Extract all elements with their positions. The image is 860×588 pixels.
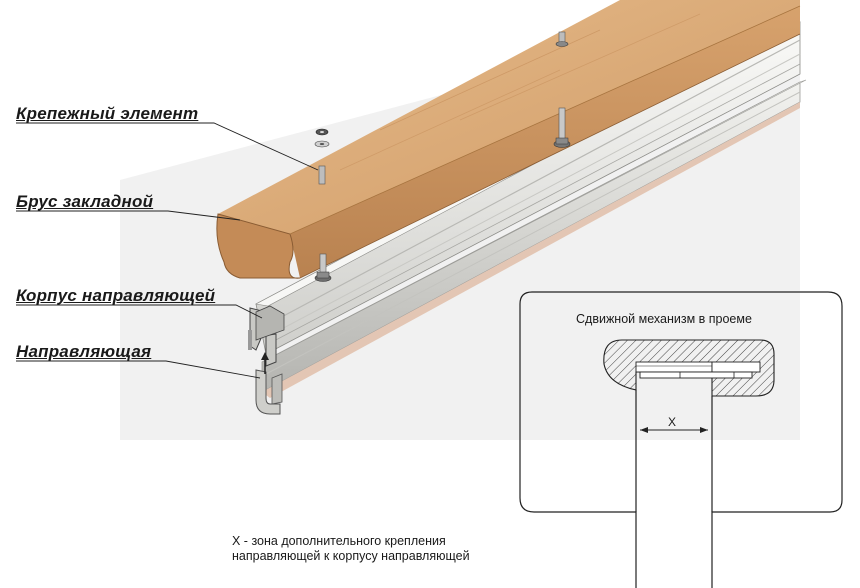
- label-guide-housing: Корпус направляющей: [16, 286, 216, 305]
- label-fastener: Крепежный элемент: [16, 104, 199, 123]
- section-view: [519, 291, 843, 588]
- note-line-2: направляющей к корпусу направляющей: [232, 549, 470, 563]
- leader-lines: [16, 122, 319, 379]
- label-embedded-bar: Брус закладной: [16, 192, 154, 211]
- section-title: Сдвижной механизм в проеме: [576, 312, 752, 326]
- label-guide-rail: Направляющая: [16, 342, 152, 361]
- fastener-group: [314, 31, 571, 282]
- dimension-label: X: [668, 415, 677, 429]
- assembly-arrow: [261, 352, 269, 374]
- wooden-bar: [216, 0, 801, 279]
- note-line-1: X - зона дополнительного крепления: [232, 534, 446, 548]
- guide-rail: [255, 79, 807, 415]
